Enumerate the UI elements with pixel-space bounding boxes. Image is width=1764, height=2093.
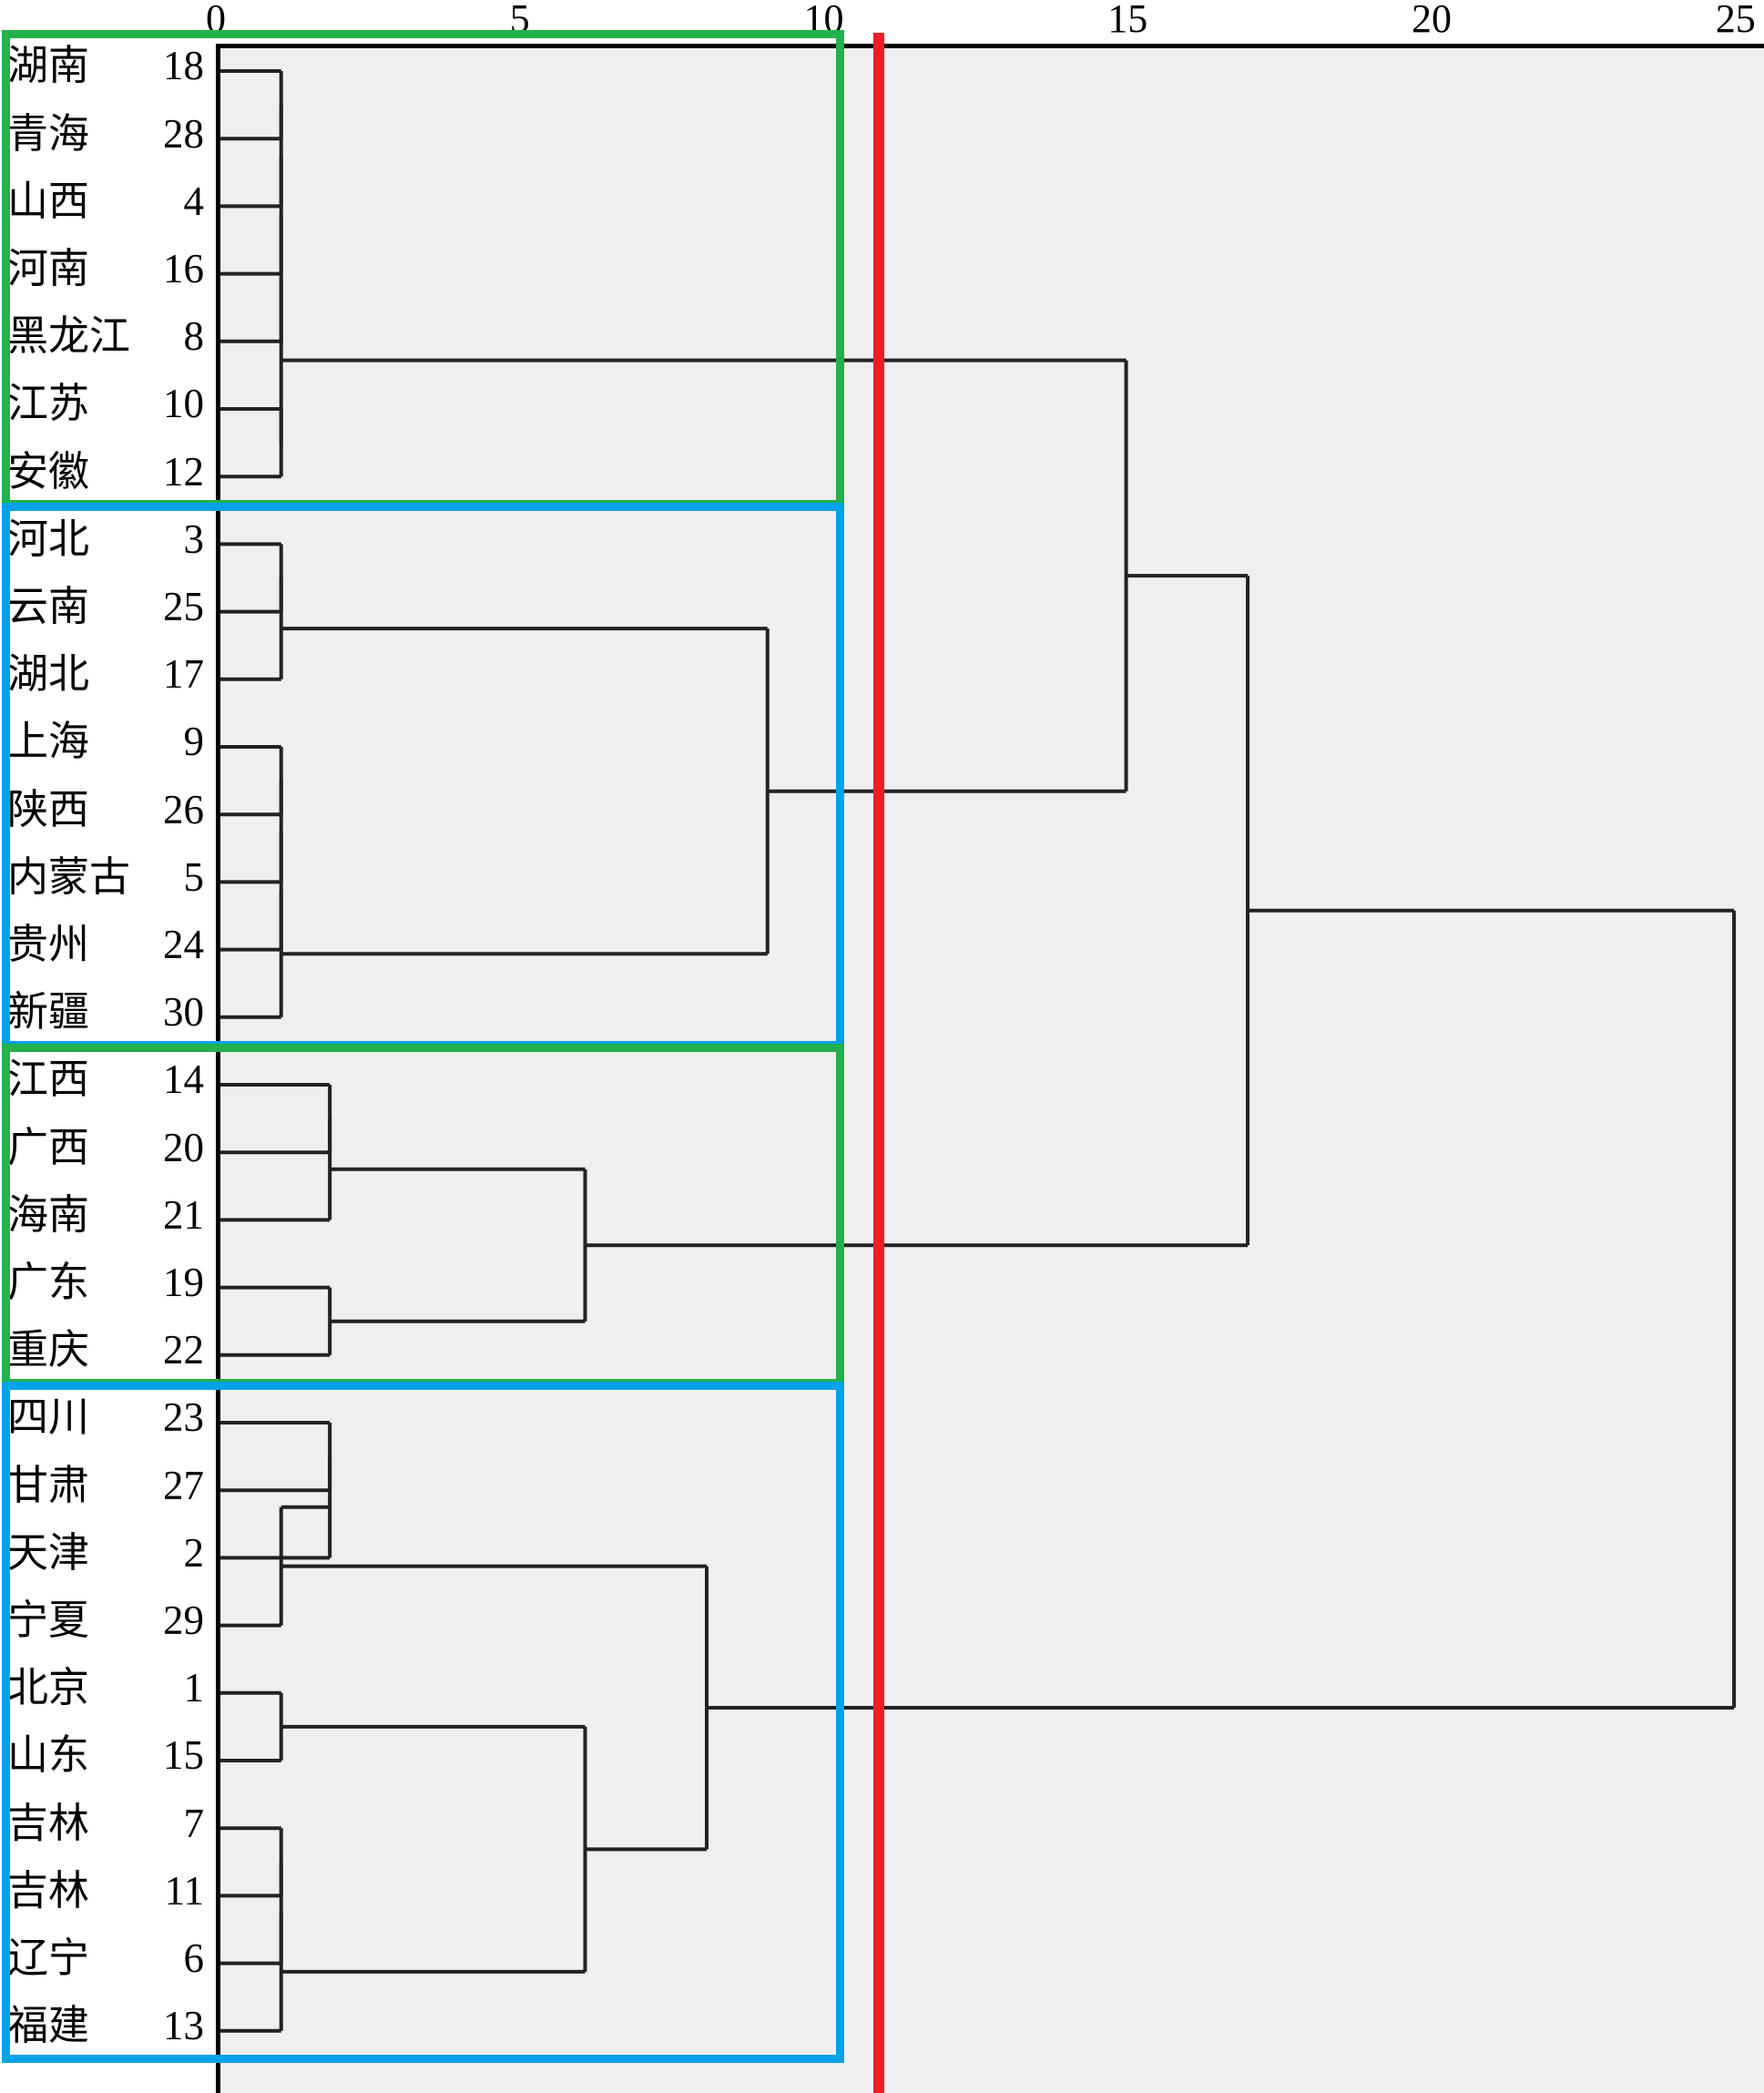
leaf-name: 天津 — [7, 1529, 90, 1576]
leaf-name: 广东 — [7, 1260, 90, 1305]
leaf-id: 12 — [163, 448, 204, 495]
leaf-name: 海南 — [7, 1191, 90, 1238]
leaf-row: 吉林 7 — [0, 1790, 209, 1857]
leaf-row: 河北 3 — [0, 505, 209, 573]
leaf-id: 15 — [163, 1732, 204, 1779]
x-tick-25: 25 — [1715, 0, 1756, 41]
leaf-row: 新疆 30 — [0, 979, 209, 1046]
leaf-name: 青海 — [7, 110, 90, 157]
leaf-row: 黑龙江 8 — [0, 303, 209, 371]
leaf-id: 22 — [163, 1327, 204, 1373]
leaf-id: 20 — [163, 1124, 204, 1170]
leaf-name: 湖南 — [7, 43, 90, 89]
leaf-name: 江苏 — [7, 381, 90, 427]
leaf-row: 甘肃 27 — [0, 1452, 209, 1519]
leaf-id: 17 — [163, 651, 204, 698]
leaf-name: 甘肃 — [7, 1462, 90, 1508]
leaf-name: 辽宁 — [7, 1935, 90, 1981]
leaf-name: 贵州 — [7, 922, 90, 967]
leaf-name: 黑龙江 — [7, 313, 131, 360]
leaf-row: 重庆 22 — [0, 1317, 209, 1384]
leaf-id: 26 — [163, 786, 204, 832]
leaf-id: 16 — [163, 246, 204, 291]
leaf-row: 上海 9 — [0, 709, 209, 776]
x-tick-5: 5 — [509, 0, 530, 41]
leaf-row: 北京 1 — [0, 1655, 209, 1722]
leaf-name: 河南 — [7, 246, 90, 291]
leaf-id: 30 — [163, 989, 204, 1036]
leaf-row: 海南 21 — [0, 1181, 209, 1249]
leaf-row: 广东 19 — [0, 1250, 209, 1317]
leaf-name: 新疆 — [7, 989, 90, 1036]
leaf-id: 1 — [183, 1665, 205, 1711]
leaf-id: 5 — [183, 853, 205, 900]
leaf-name: 重庆 — [7, 1327, 90, 1373]
leaf-row: 云南 25 — [0, 574, 209, 641]
leaf-id: 8 — [183, 313, 205, 360]
leaf-row: 辽宁 6 — [0, 1925, 209, 1993]
dendrogram-links — [220, 69, 1737, 2033]
leaf-id: 6 — [183, 1935, 205, 1981]
leaf-row: 天津 2 — [0, 1519, 209, 1587]
x-tick-10: 10 — [803, 0, 844, 41]
leaf-name: 内蒙古 — [7, 853, 131, 900]
leaf-row: 青海 28 — [0, 100, 209, 168]
leaf-row: 陕西 26 — [0, 776, 209, 843]
leaf-id: 13 — [163, 2003, 204, 2049]
leaf-id: 11 — [164, 1867, 204, 1914]
leaf-row: 江苏 10 — [0, 371, 209, 438]
leaf-row: 贵州 24 — [0, 912, 209, 979]
leaf-id: 14 — [163, 1057, 204, 1103]
leaf-name: 四川 — [7, 1394, 90, 1441]
leaf-name: 吉林 — [7, 1800, 90, 1846]
x-tick-20: 20 — [1412, 0, 1452, 41]
leaf-id: 7 — [183, 1800, 205, 1846]
leaf-row: 山东 15 — [0, 1722, 209, 1790]
leaf-id: 19 — [163, 1260, 204, 1305]
leaf-name: 广西 — [7, 1124, 90, 1170]
leaf-id: 4 — [183, 178, 205, 224]
leaf-id: 28 — [163, 110, 204, 157]
leaf-name: 北京 — [7, 1665, 90, 1711]
leaf-row: 湖南 18 — [0, 33, 209, 100]
leaf-id: 3 — [183, 516, 205, 562]
leaf-name: 湖北 — [7, 651, 90, 698]
leaf-row: 安徽 12 — [0, 438, 209, 505]
leaf-row: 宁夏 29 — [0, 1588, 209, 1655]
leaf-name: 宁夏 — [7, 1598, 90, 1643]
threshold-line[interactable] — [872, 33, 884, 2093]
leaf-id: 2 — [183, 1529, 205, 1576]
leaf-name: 云南 — [7, 584, 90, 629]
leaf-id: 29 — [163, 1598, 204, 1643]
leaf-name: 山西 — [7, 178, 90, 224]
leaf-row: 内蒙古 5 — [0, 843, 209, 911]
leaf-id: 27 — [163, 1462, 204, 1508]
leaf-name: 上海 — [7, 719, 90, 765]
leaf-name: 河北 — [7, 516, 90, 562]
leaf-row: 广西 20 — [0, 1114, 209, 1181]
leaf-name: 安徽 — [7, 448, 90, 495]
x-tick-0: 0 — [206, 0, 226, 41]
leaf-name: 江西 — [7, 1057, 90, 1103]
leaf-id: 9 — [183, 719, 205, 765]
leaf-row: 江西 14 — [0, 1046, 209, 1114]
leaf-id: 21 — [163, 1191, 204, 1238]
leaf-row: 四川 23 — [0, 1384, 209, 1452]
leaf-name: 陕西 — [7, 786, 90, 832]
leaf-id: 25 — [163, 584, 204, 629]
leaf-id: 18 — [163, 43, 204, 89]
leaf-row: 吉林 11 — [0, 1857, 209, 1925]
leaf-row: 山西 4 — [0, 168, 209, 235]
leaf-row: 福建 13 — [0, 1993, 209, 2060]
leaf-name: 山东 — [7, 1732, 90, 1779]
leaf-id: 23 — [163, 1394, 204, 1441]
leaf-row: 河南 16 — [0, 236, 209, 303]
leaf-row: 湖北 17 — [0, 641, 209, 709]
leaf-id: 24 — [163, 922, 204, 967]
leaf-id: 10 — [163, 381, 204, 427]
x-tick-15: 15 — [1107, 0, 1148, 41]
leaf-name: 吉林 — [7, 1867, 90, 1914]
leaf-name: 福建 — [7, 2003, 90, 2049]
dendrogram-plot-area — [216, 44, 1764, 2093]
